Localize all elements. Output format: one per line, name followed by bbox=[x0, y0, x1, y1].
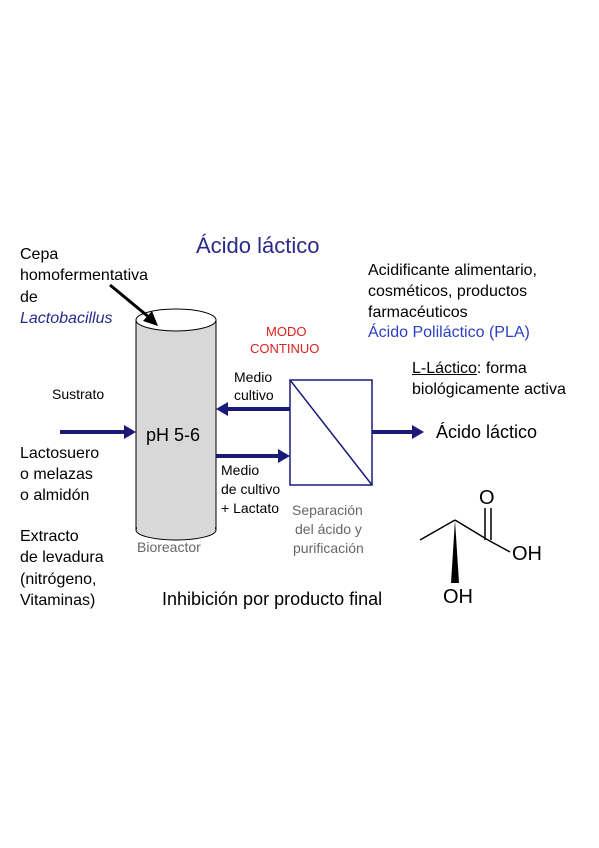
substrate-label: Sustrato bbox=[52, 386, 105, 402]
product-output-arrowhead bbox=[412, 425, 424, 439]
feedstock-line-3: o almidón bbox=[20, 487, 90, 504]
isomer-name: L-Láctico bbox=[412, 360, 477, 377]
mode-line-1: MODO bbox=[266, 324, 307, 339]
forward-flow-line-2: de cultivo bbox=[221, 481, 281, 497]
diagram-title: Ácido láctico bbox=[196, 233, 320, 258]
bioreactor-label: Bioreactor bbox=[137, 539, 201, 555]
bioreactor-ph: pH 5-6 bbox=[146, 425, 201, 445]
separation-line-2: del ácido y bbox=[295, 521, 362, 537]
return-flow-line-1: Medio bbox=[234, 369, 273, 385]
strain-line-2: homofermentativa bbox=[20, 267, 149, 284]
strain-genus: Lactobacillus bbox=[20, 310, 113, 327]
strain-line-1: Cepa bbox=[20, 246, 59, 263]
feedstock-line-2: o melazas bbox=[20, 466, 93, 483]
bioreactor-cylinder bbox=[135, 308, 217, 541]
uses-pla: Ácido Poliláctico (PLA) bbox=[368, 324, 530, 341]
strain-line-3: de bbox=[20, 289, 38, 306]
forward-flow-line-1: Medio bbox=[221, 462, 260, 478]
nitrogen-line-4: Vitaminas) bbox=[20, 592, 96, 609]
substrate-input-arrowhead bbox=[124, 425, 136, 439]
separation-unit bbox=[289, 379, 373, 486]
carbonyl-o-label: O bbox=[479, 487, 495, 509]
return-flow-line-2: cultivo bbox=[234, 387, 274, 403]
isomer-line-2: biológicamente activa bbox=[412, 381, 566, 398]
uses-line-3: farmacéuticos bbox=[368, 304, 468, 321]
strain-pointer-arrow bbox=[109, 283, 151, 320]
inhibition-note: Inhibición por producto final bbox=[162, 589, 383, 609]
forward-flow-arrowhead bbox=[278, 449, 290, 463]
mode-line-2: CONTINUO bbox=[250, 341, 320, 356]
feedstock-line-1: Lactosuero bbox=[20, 445, 100, 462]
lactic-acid-structure bbox=[419, 508, 511, 553]
product-label: Ácido láctico bbox=[436, 422, 538, 442]
nitrogen-line-3: (nitrógeno, bbox=[20, 571, 97, 588]
nitrogen-line-1: Extracto bbox=[20, 528, 79, 545]
forward-flow-line-3: + Lactato bbox=[221, 500, 279, 516]
separation-line-1: Separación bbox=[292, 502, 363, 518]
isomer-line-1: L-Láctico: forma bbox=[412, 359, 527, 378]
separation-line-3: purificación bbox=[293, 540, 364, 556]
uses-line-2: cosméticos, productos bbox=[368, 283, 528, 300]
nitrogen-line-2: de levadura bbox=[20, 549, 104, 566]
stereo-wedge bbox=[451, 520, 459, 583]
return-flow-arrowhead bbox=[216, 402, 228, 416]
uses-line-1: Acidificante alimentario, bbox=[368, 262, 537, 279]
strain-pointer-arrowhead bbox=[143, 311, 158, 326]
isomer-rest: : forma bbox=[476, 360, 527, 377]
alpha-oh-label: OH bbox=[443, 586, 473, 608]
hydroxyl-label: OH bbox=[512, 543, 542, 565]
